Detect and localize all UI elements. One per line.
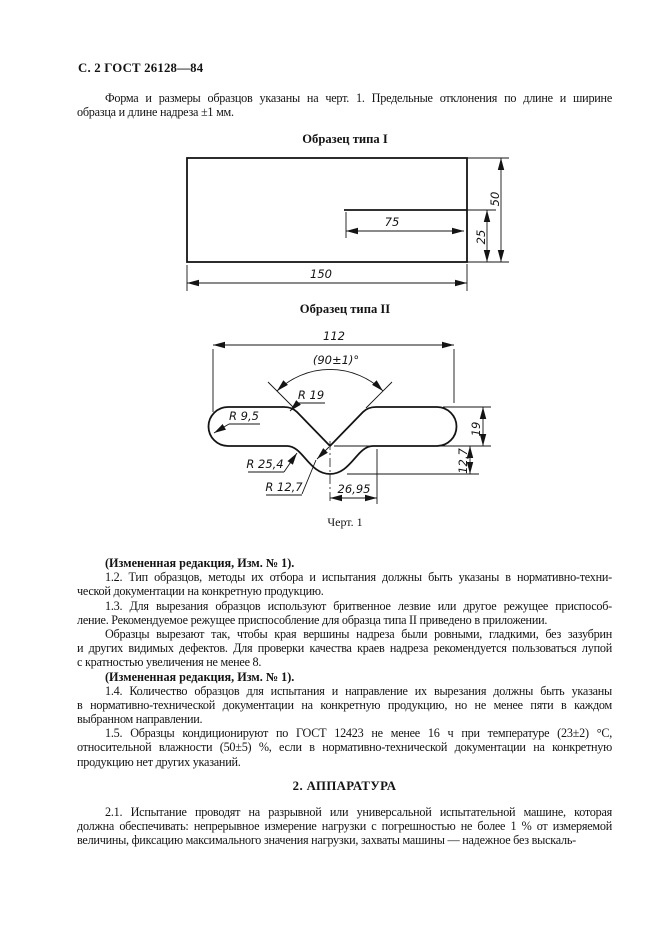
text-line: ческой документации на конкретную продук…: [77, 584, 324, 599]
text-line: продукцию нет других указаний.: [77, 754, 241, 769]
text-line: 1.3. Для вырезания образцов используют б…: [105, 598, 612, 613]
dim-notch-depth-label: 12,7: [456, 448, 470, 474]
text-line: ление. Рекомендуемое режущее приспособле…: [77, 612, 548, 627]
dim-length-label: 150: [310, 267, 332, 281]
section2-paragraphs: 2.1. Испытание проводят на разрывной или…: [77, 805, 612, 848]
text-line: 1.5. Образцы кондиционируют по ГОСТ 1242…: [105, 726, 612, 741]
text-line: (Измененная редакция, Изм. № 1).: [105, 556, 295, 570]
dim-angle-label: (90±1)°: [313, 353, 359, 367]
figure1-title: Образец типа I: [302, 132, 388, 146]
text-line: выбранном направлении.: [77, 712, 203, 727]
intro-paragraph: Форма и размеры образцов указаны на черт…: [77, 91, 612, 119]
dim-notch-half-label: 26,95: [338, 482, 371, 496]
text-line: в нормативно-технической документации на…: [77, 697, 612, 712]
text-line: 2.1. Испытание проводят на разрывной или…: [105, 805, 612, 820]
dim-notch-offset-label: 25: [474, 230, 488, 245]
text-line: 1.2. Тип образцов, методы их отбора и ис…: [105, 570, 612, 585]
dim-r95-label: R 9,5: [229, 409, 259, 423]
paragraph: 1.3. Для вырезания образцов используют б…: [77, 599, 612, 627]
paragraph: 1.2. Тип образцов, методы их отбора и ис…: [77, 570, 612, 598]
radius-r127-annotation: R 12,7: [265, 446, 330, 496]
text-line: (Измененная редакция, Изм. № 1).: [105, 669, 295, 684]
dim-notch-depth: 12,7: [347, 446, 479, 475]
figure-caption: Черт. 1: [327, 515, 363, 529]
dim-notch-length-label: 75: [385, 215, 400, 229]
paragraph: 1.5. Образцы кондиционируют по ГОСТ 1242…: [77, 726, 612, 769]
amendment-note: (Измененная редакция, Изм. № 1).: [77, 670, 612, 684]
text-line: с кратностью увеличения не менее 8.: [77, 655, 262, 670]
amendment-note: (Измененная редакция, Изм. № 1).: [77, 556, 612, 570]
dim-arm-height-label: 19: [469, 422, 483, 437]
figure2-drawing: (90±1)° 112 R 19 R 9,5 R 25,4 R 12,7 26,: [207, 329, 491, 504]
dim-width2-label: 112: [323, 329, 345, 343]
dim-r127-label: R 12,7: [265, 480, 303, 494]
paragraph: Образцы вырезают так, чтобы края вершины…: [77, 627, 612, 670]
dim-r254-label: R 25,4: [246, 457, 283, 471]
text-line: и других видимых дефектов. Для проверки …: [77, 641, 612, 656]
text-line: Форма и размеры образцов указаны на черт…: [105, 91, 612, 105]
text-line: относительной влажности (50±5) %, если в…: [77, 740, 612, 755]
text-line: должна обеспечивать: непрерывное измерен…: [77, 819, 612, 834]
section1-paragraphs: (Измененная редакция, Изм. № 1).1.2. Тип…: [77, 556, 612, 769]
page-header: С. 2 ГОСТ 26128—84: [78, 61, 204, 75]
dim-notch-half: 26,95: [330, 449, 378, 504]
dim-arm-height: 19: [443, 406, 491, 446]
body-text: (Измененная редакция, Изм. № 1).1.2. Тип…: [77, 556, 612, 848]
radius-r19-annotation: R 19: [289, 388, 325, 412]
extension-lines: [186, 157, 509, 291]
paragraph: 1.4. Количество образцов для испытания и…: [77, 684, 612, 727]
text-line: величины, фиксацию максимального значени…: [77, 833, 576, 848]
paragraph: 2.1. Испытание проводят на разрывной или…: [77, 805, 612, 848]
radius-r254-annotation: R 25,4: [246, 452, 298, 473]
dim-overall-width: 112: [212, 329, 455, 412]
dim-r19-label: R 19: [298, 388, 324, 402]
angle-annotation: (90±1)°: [267, 353, 393, 409]
text-line: 1.4. Количество образцов для испытания и…: [105, 683, 612, 698]
paragraph: Форма и размеры образцов указаны на черт…: [77, 91, 612, 119]
text-line: образца и длине надреза ±1 мм.: [77, 105, 234, 120]
dim-width-label: 50: [488, 192, 502, 207]
section2-heading: 2. АППАРАТУРА: [292, 778, 397, 793]
figure2-title: Образец типа II: [299, 302, 391, 316]
radius-r95-annotation: R 9,5: [213, 409, 260, 434]
text-line: Образцы вырезают так, чтобы края вершины…: [105, 626, 612, 641]
figure1-drawing: 75 50 25 150: [186, 157, 509, 291]
